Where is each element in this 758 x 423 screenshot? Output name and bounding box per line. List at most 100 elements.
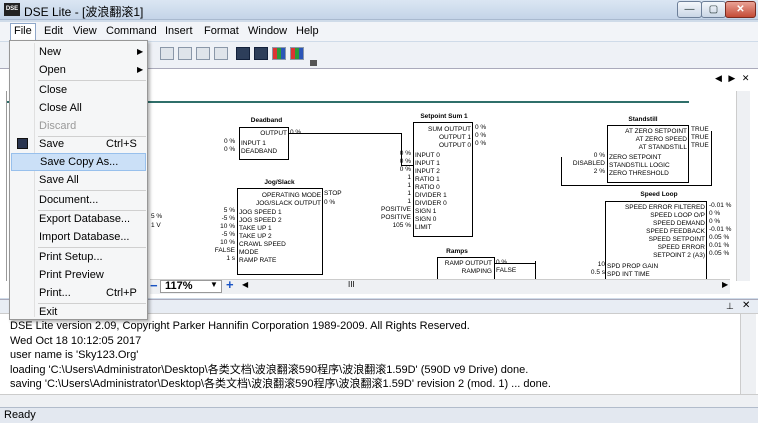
wire	[401, 165, 415, 166]
port-label: SPD INT TIME	[607, 271, 650, 278]
port-label: RAMP OUTPUT	[444, 260, 492, 267]
menu-edit[interactable]: Edit	[44, 25, 63, 37]
port-label: JOG/SLACK OUTPUT	[255, 200, 321, 207]
menu-item-new[interactable]: New▶	[11, 43, 146, 61]
menu-gutter	[34, 43, 35, 317]
menu-window[interactable]: Window	[248, 25, 288, 37]
port-label: DIVIDER 1	[415, 192, 447, 199]
menu-format[interactable]: Format	[204, 25, 239, 37]
grid-icon[interactable]	[236, 47, 250, 60]
port-value: STOP	[324, 190, 342, 197]
block-jog-slack[interactable]	[237, 188, 323, 275]
chevron-down-icon[interactable]: ▼	[210, 280, 218, 289]
minimize-button[interactable]: —	[677, 1, 702, 18]
port-value: 0.05 %	[709, 250, 730, 257]
table-icon[interactable]	[254, 47, 268, 60]
menu-item-close[interactable]: Close	[39, 84, 68, 96]
port-value: FALSE	[496, 267, 517, 274]
port-value: TRUE	[691, 142, 709, 149]
port-value: -0.01 %	[709, 202, 732, 209]
diagram-horizontal-scrollbar[interactable]	[150, 279, 730, 294]
status-bar: Ready	[0, 407, 758, 423]
diagram-vertical-scrollbar[interactable]	[736, 91, 750, 281]
menu-item-print[interactable]: Print...Ctrl+P	[11, 284, 146, 302]
zoom-out-button[interactable]: −	[150, 278, 158, 293]
color-icon[interactable]	[272, 47, 286, 60]
scroll-right-icon[interactable]: ▶	[722, 280, 729, 289]
output-horizontal-scrollbar[interactable]	[0, 394, 758, 408]
block-title: Setpoint Sum 1	[420, 113, 468, 120]
zoom-select[interactable]: 117%	[160, 280, 222, 293]
port-value: 0 %	[290, 129, 301, 136]
wire	[535, 261, 536, 281]
menu-separator	[38, 247, 146, 248]
block-setpoint-sum[interactable]	[413, 122, 473, 237]
menu-item-document[interactable]: Document...	[39, 194, 99, 206]
window-title: DSE Lite - [波浪翻滚1]	[24, 5, 144, 19]
menu-item-save-all[interactable]: Save All	[39, 174, 79, 186]
port-value: 0 %	[475, 140, 487, 147]
port-label: OUTPUT	[260, 130, 287, 137]
menu-item-save-copy-as[interactable]: Save Copy As...	[11, 153, 146, 171]
menu-item-print-preview[interactable]: Print Preview	[39, 269, 104, 281]
port-label: SPEED DEMAND	[652, 220, 705, 227]
port-label: LIMIT	[415, 224, 432, 231]
menu-bar: File Edit View Command Insert Format Win…	[0, 22, 758, 41]
menu-file[interactable]: File	[10, 23, 36, 41]
port-value: 0 %	[224, 138, 236, 145]
port-label: JOG SPEED 1	[239, 209, 282, 216]
output-panel-header: ⊥ ✕	[0, 300, 758, 314]
toolbar-overflow-icon[interactable]	[310, 60, 317, 66]
submenu-arrow-icon: ▶	[137, 65, 144, 74]
port-label: SPEED ERROR	[657, 244, 705, 251]
close-window-button[interactable]: ✕	[725, 1, 756, 18]
port-label: RATIO 1	[415, 176, 440, 183]
port-value: 0.05 %	[709, 234, 730, 241]
block-speed-loop[interactable]	[605, 201, 707, 281]
maximize-button[interactable]: ▢	[701, 1, 726, 18]
block-title: Deadband	[250, 117, 283, 124]
port-label: SIGN 1	[415, 208, 437, 215]
wire	[289, 133, 401, 134]
mdi-nav-buttons[interactable]: ◀ ▶ ✕	[715, 73, 752, 83]
log-line: user name is 'Sky123.Org'	[10, 349, 139, 361]
shortcut-label: Ctrl+P	[106, 287, 137, 299]
menu-item-export-database[interactable]: Export Database...	[39, 213, 131, 225]
log-line: DSE Lite version 2.09, Copyright Parker …	[10, 320, 470, 332]
menu-item-exit[interactable]: Exit	[39, 306, 58, 318]
align-right-icon[interactable]	[196, 47, 210, 60]
align-left-icon[interactable]	[160, 47, 174, 60]
align-top-icon[interactable]	[214, 47, 228, 60]
menu-view[interactable]: View	[73, 25, 97, 37]
menu-insert[interactable]: Insert	[165, 25, 193, 37]
menu-command[interactable]: Command	[106, 25, 157, 37]
scroll-thumb-grip[interactable]: III	[348, 280, 355, 289]
scroll-left-icon[interactable]: ◀	[242, 280, 249, 289]
block-standstill[interactable]	[607, 125, 689, 183]
menu-help[interactable]: Help	[296, 25, 319, 37]
block-deadband[interactable]	[239, 127, 289, 160]
port-label: SUM OUTPUT	[428, 126, 471, 133]
port-value: 1	[407, 182, 411, 189]
block-title: Standstill	[628, 116, 658, 123]
menu-separator	[38, 80, 146, 81]
close-panel-button[interactable]: ✕	[742, 300, 751, 311]
menu-item-import-database[interactable]: Import Database...	[39, 231, 130, 243]
port-value: 0 %	[399, 150, 411, 157]
menu-item-open[interactable]: Open▶	[11, 61, 146, 79]
menu-separator	[38, 136, 146, 137]
pin-icon[interactable]: ⊥	[726, 301, 734, 311]
output-vertical-scrollbar[interactable]	[740, 314, 756, 394]
block-ramps[interactable]	[437, 257, 495, 281]
canvas-divider	[7, 101, 689, 103]
port-label: SPEED SETPOINT	[648, 236, 705, 243]
zoom-in-button[interactable]: +	[226, 277, 234, 292]
port-label: JOG SPEED 2	[239, 217, 282, 224]
align-center-icon[interactable]	[178, 47, 192, 60]
menu-item-close-all[interactable]: Close All	[39, 102, 82, 114]
menu-item-print-setup[interactable]: Print Setup...	[39, 251, 103, 263]
port-value: TRUE	[691, 126, 709, 133]
palette-icon[interactable]	[290, 47, 304, 60]
